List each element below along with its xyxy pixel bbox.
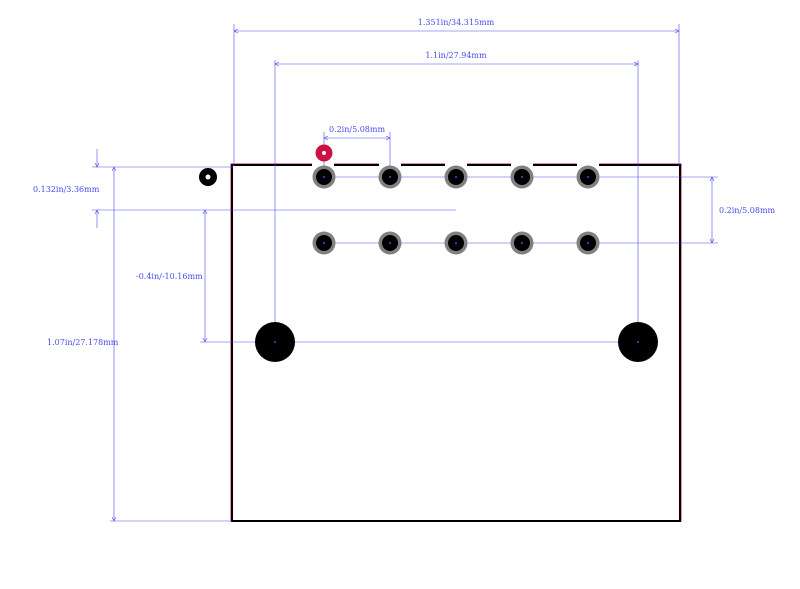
pad	[576, 165, 600, 189]
pad	[510, 165, 534, 189]
pads-bottom-row	[312, 231, 600, 255]
dimension-labels: 1.351in/34.315mm 1.1in/27.94mm 0.2in/5.0…	[33, 18, 776, 347]
pads-top-row	[312, 165, 600, 189]
mount-hole-right	[618, 322, 658, 362]
mounting-holes	[255, 322, 658, 362]
mount-hole-left	[255, 322, 295, 362]
label-mount-offset: -0.4in/-10.16mm	[136, 272, 203, 281]
label-mount-spacing: 1.1in/27.94mm	[425, 51, 487, 60]
label-top-offset: 0.132in/3.36mm	[33, 185, 100, 194]
pin1-marker	[315, 144, 333, 162]
pad	[312, 231, 336, 255]
pad	[312, 165, 336, 189]
pad	[378, 165, 402, 189]
origin-marker	[199, 168, 217, 186]
component-outline	[230, 162, 682, 522]
pad	[444, 165, 468, 189]
pad	[510, 231, 534, 255]
outline-accent	[230, 163, 682, 522]
label-pin-pitch: 0.2in/5.08mm	[329, 125, 386, 134]
label-overall-height: 1.07in/27.178mm	[47, 338, 119, 347]
dimension-arrows	[94, 28, 715, 522]
pad	[378, 231, 402, 255]
label-row-pitch: 0.2in/5.08mm	[719, 206, 776, 215]
label-overall-width: 1.351in/34.315mm	[418, 18, 495, 27]
outline-body	[231, 164, 681, 522]
pad	[576, 231, 600, 255]
pad	[444, 231, 468, 255]
